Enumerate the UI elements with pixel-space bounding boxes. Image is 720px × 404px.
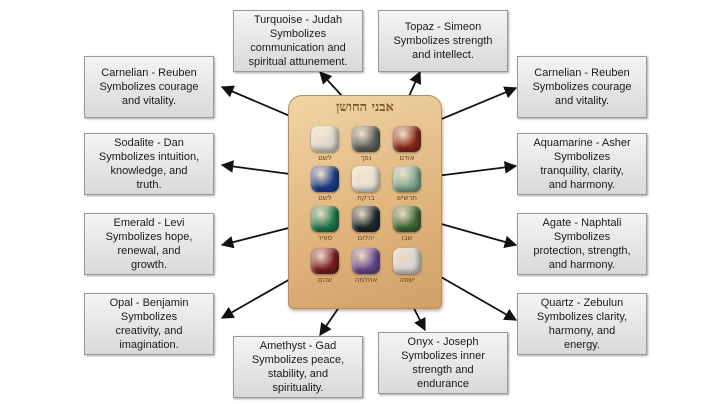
callout-onyx-text: Onyx - Joseph Symbolizes inner strength … <box>401 336 485 390</box>
callout-opal-text: Opal - Benjamin Symbolizes creativity, a… <box>109 297 189 351</box>
stone-4 <box>311 166 339 192</box>
stone-8 <box>352 206 380 232</box>
callout-carnelian-left: Carnelian - Reuben Symbolizes courage an… <box>84 56 214 118</box>
callout-aquamarine: Aquamarine - Asher Symbolizes tranquilit… <box>517 133 647 195</box>
callout-emerald: Emerald - Levi Symbolizes hope, renewal,… <box>84 213 214 275</box>
stone-2 <box>352 126 380 152</box>
callout-sodalite: Sodalite - Dan Symbolizes intuition, kno… <box>84 133 214 195</box>
stone-3 <box>393 126 421 152</box>
callout-quartz-text: Quartz - Zebulun Symbolizes clarity, har… <box>536 297 628 351</box>
callout-onyx: Onyx - Joseph Symbolizes inner strength … <box>378 332 508 394</box>
callout-carnelian-right: Carnelian - Reuben Symbolizes courage an… <box>517 56 647 118</box>
stone-label-4: לשם <box>318 194 332 202</box>
callout-topaz-text: Topaz - Simeon Symbolizes strength and i… <box>393 21 493 61</box>
callout-turquoise-text: Turquoise - Judah Symbolizes communicati… <box>248 14 348 68</box>
stone-9 <box>393 206 421 232</box>
callout-sodalite-text: Sodalite - Dan Symbolizes intuition, kno… <box>98 137 200 191</box>
stone-label-10: שהם <box>317 276 333 284</box>
stone-label-11: אחלמה <box>354 276 378 284</box>
callout-aquamarine-text: Aquamarine - Asher Symbolizes tranquilit… <box>533 137 631 191</box>
stone-10 <box>311 248 339 274</box>
stone-1 <box>311 126 339 152</box>
callout-amethyst-text: Amethyst - Gad Symbolizes peace, stabili… <box>251 340 345 394</box>
stone-5 <box>352 166 380 192</box>
callout-agate-text: Agate - Naphtali Symbolizes protection, … <box>533 217 631 271</box>
stone-label-1: לשם <box>318 154 332 162</box>
stone-6 <box>393 166 421 192</box>
callout-opal: Opal - Benjamin Symbolizes creativity, a… <box>84 293 214 355</box>
stone-label-9: שבו <box>401 234 413 242</box>
callout-turquoise: Turquoise - Judah Symbolizes communicati… <box>233 10 363 72</box>
callout-emerald-text: Emerald - Levi Symbolizes hope, renewal,… <box>105 217 193 271</box>
callout-carnelian-left-text: Carnelian - Reuben Symbolizes courage an… <box>99 67 199 107</box>
stone-7 <box>311 206 339 232</box>
callout-quartz: Quartz - Zebulun Symbolizes clarity, har… <box>517 293 647 355</box>
callout-amethyst: Amethyst - Gad Symbolizes peace, stabili… <box>233 336 363 398</box>
stone-11 <box>352 248 380 274</box>
stone-label-12: ישפה <box>399 276 415 284</box>
stone-label-3: אודם <box>399 154 415 162</box>
stone-label-6: תרשיש <box>396 194 418 202</box>
callout-topaz: Topaz - Simeon Symbolizes strength and i… <box>378 10 508 72</box>
stone-12 <box>393 248 421 274</box>
stone-label-5: ברקת <box>357 194 375 202</box>
stone-label-8: יהלום <box>357 234 375 242</box>
stone-label-2: נפך <box>360 154 372 162</box>
callout-agate: Agate - Naphtali Symbolizes protection, … <box>517 213 647 275</box>
stone-label-7: ספיר <box>317 234 333 242</box>
breastplate-title: אבני החושן <box>336 100 394 115</box>
callout-carnelian-right-text: Carnelian - Reuben Symbolizes courage an… <box>532 67 632 107</box>
breastplate-board: אבני החושן לשם נפך אודם לשם ברקת תרשיש ס… <box>288 95 442 309</box>
